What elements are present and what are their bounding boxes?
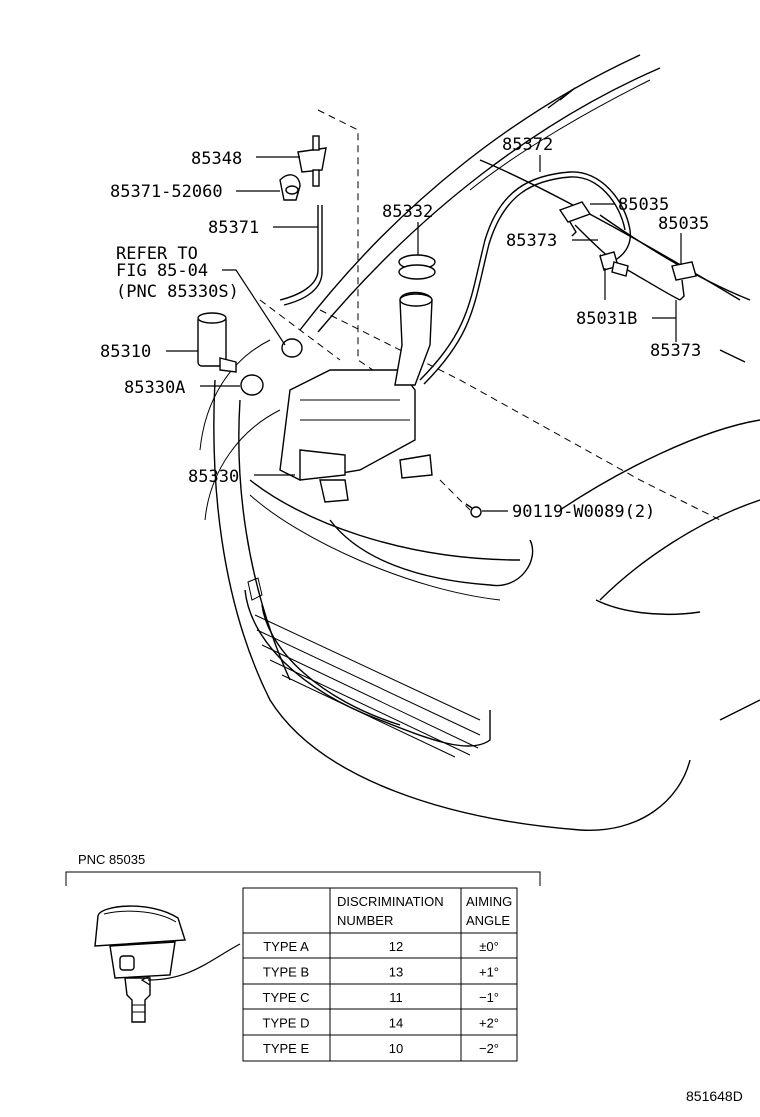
label-85348: 85348 [191, 149, 242, 169]
table-cell-type: TYPE C [263, 990, 310, 1005]
label-85330: 85330 [188, 467, 239, 487]
table-header-discrimination: DISCRIMINATION NUMBER [337, 894, 447, 928]
label-90119: 90119-W0089(2) [512, 502, 655, 522]
table-cell-type: TYPE B [263, 964, 309, 979]
discrimination-table: DISCRIMINATION NUMBER AIMING ANGLE TYPE … [242, 887, 518, 1062]
table-cell-angle: ±0° [479, 939, 499, 954]
nozzle-detail-illustration [94, 905, 241, 1023]
label-refer-line3: (PNC 85330S) [116, 282, 239, 302]
check-valve-85348 [297, 135, 327, 187]
bolt-90119 [465, 503, 482, 518]
detail-inset: PNC 85035 DISCRIMINATION [65, 852, 541, 1062]
label-85035-a: 85035 [618, 195, 669, 215]
clamp-85371-52060 [279, 174, 301, 201]
label-85371-52060: 85371-52060 [110, 182, 223, 202]
label-85371: 85371 [208, 218, 259, 238]
detail-pnc-label: PNC 85035 [78, 852, 145, 867]
figure-number: 851648D [686, 1088, 743, 1104]
leader-lines [166, 155, 682, 512]
label-85035-b: 85035 [658, 214, 709, 234]
washer-hoses [279, 171, 681, 385]
filler-neck [394, 291, 433, 386]
label-refer-line1: REFER TO [116, 244, 198, 264]
grommet-85330A [240, 338, 303, 396]
table-cell-type: TYPE E [263, 1041, 310, 1056]
connector-85031B [599, 251, 629, 277]
table-cell-type: TYPE A [263, 939, 309, 954]
header-aim-line1: AIMING [466, 894, 512, 909]
pump-85310 [197, 312, 237, 373]
table-cell-angle: +1° [479, 964, 499, 979]
label-refer-line2: FIG 85-04 [116, 261, 208, 281]
table-header-aiming: AIMING ANGLE [466, 894, 516, 928]
washer-tank-85330 [279, 369, 433, 503]
table-rows: TYPE A 12 ±0° TYPE B 13 +1° TYPE C 11 −1° TYPE D 1… [263, 939, 500, 1056]
label-85372: 85372 [502, 135, 553, 155]
nozzle-85035-left [558, 201, 592, 237]
header-disc-line2: NUMBER [337, 913, 393, 928]
label-85373-a: 85373 [506, 231, 557, 251]
cap-85332 [398, 254, 436, 280]
table-cell-angle: +2° [479, 1016, 499, 1031]
table-cell-number: 11 [389, 990, 403, 1005]
table-cell-angle: −2° [479, 1041, 499, 1056]
label-85330A: 85330A [124, 378, 185, 398]
header-disc-line1: DISCRIMINATION [337, 894, 444, 909]
header-aim-line2: ANGLE [466, 913, 510, 928]
car-body-outline [199, 54, 760, 831]
table-cell-number: 10 [389, 1041, 403, 1056]
label-85332: 85332 [382, 202, 433, 222]
table-cell-angle: −1° [479, 990, 499, 1005]
label-85310: 85310 [100, 342, 151, 362]
nozzle-85035-right [671, 261, 697, 301]
table-cell-number: 12 [389, 939, 403, 954]
table-cell-type: TYPE D [263, 1016, 310, 1031]
label-85373-b: 85373 [650, 341, 701, 361]
table-cell-number: 13 [389, 964, 403, 979]
label-85031B: 85031B [576, 309, 637, 329]
part-labels: 85348 85371-52060 85371 REFER TO FIG 85-… [100, 135, 709, 522]
table-cell-number: 14 [389, 1016, 403, 1031]
